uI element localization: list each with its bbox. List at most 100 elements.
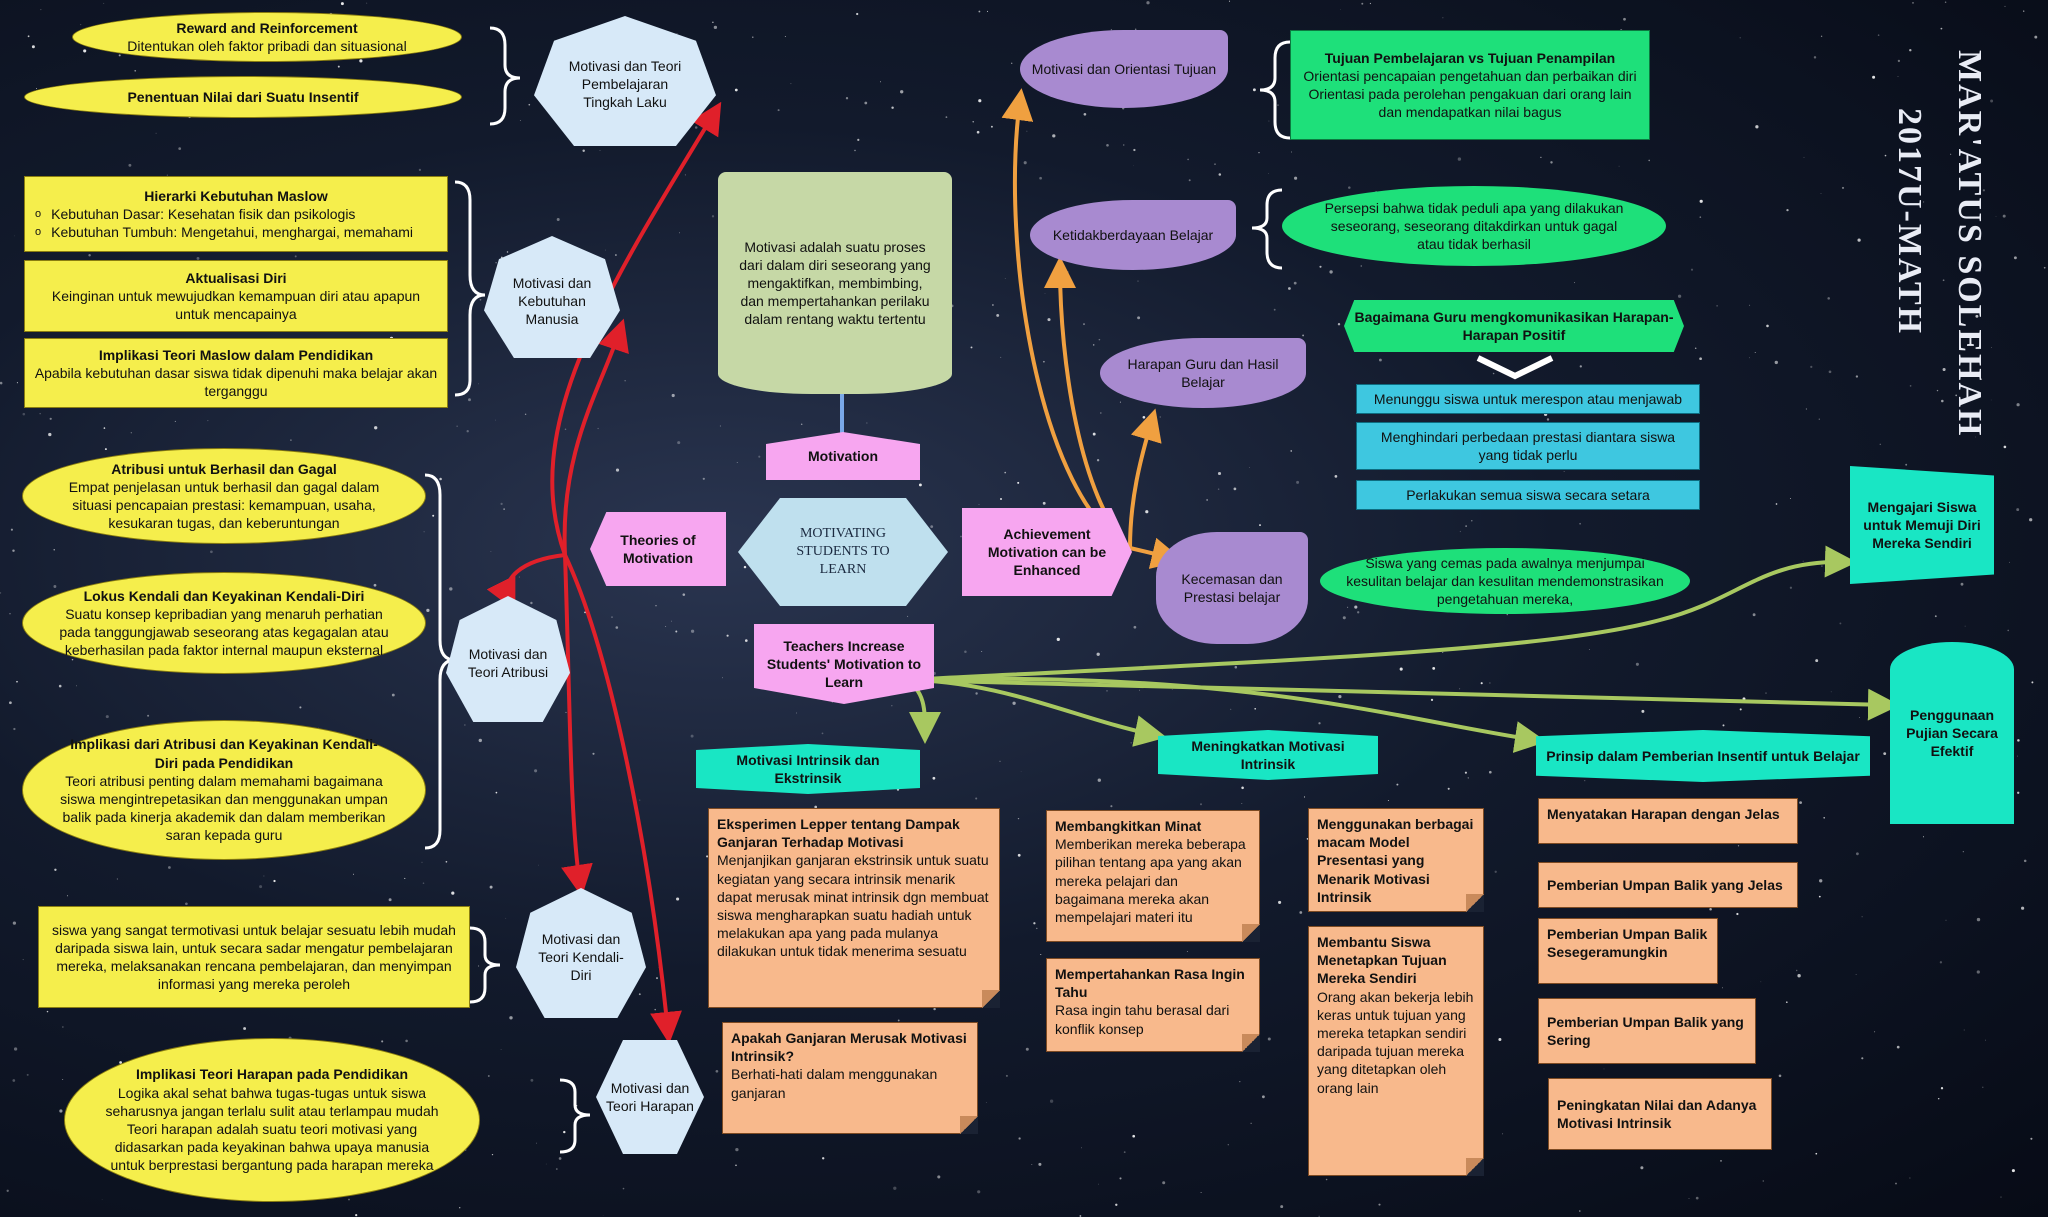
expectancy-theory-label: Motivasi dan Teori Harapan <box>604 1079 696 1115</box>
incentive-principle-node[interactable]: Prinsip dalam Pemberian Insentif untuk B… <box>1536 730 1870 782</box>
maslow-implication-box: Implikasi Teori Maslow dalam Pendidikan … <box>24 338 448 408</box>
link-achievement-goal <box>1015 100 1130 548</box>
interest-title: Membangkitkan Minat <box>1055 817 1201 835</box>
link-achievement-teacher <box>1130 420 1152 548</box>
expectancy-implication: Implikasi Teori Harapan pada Pendidikan … <box>64 1038 480 1202</box>
motivation-label: Motivation <box>808 447 878 465</box>
theories-node[interactable]: Theories of Motivation <box>590 512 726 586</box>
anxiety-box: Siswa yang cemas pada awalnya menjumpai … <box>1320 548 1690 614</box>
self-praise-label: Mengajari Siswa untuk Memuji Diri Mereka… <box>1862 498 1982 553</box>
selfcontrol-theory-label: Motivasi dan Teori Kendali-Diri <box>530 930 632 985</box>
maslow-bullet-2: oKebutuhan Tumbuh: Mengetahui, mengharga… <box>35 223 437 241</box>
reward-title: Reward and Reinforcement <box>176 19 357 37</box>
reward-damage-card: Apakah Ganjaran Merusak Motivasi Intrins… <box>722 1022 978 1134</box>
motivation-definition: Motivasi adalah suatu proses dari dalam … <box>718 172 952 394</box>
expectancy-text: Logika akal sehat bahwa tugas-tugas untu… <box>105 1084 439 1175</box>
goal-line-1: Orientasi pencapaian pengetahuan dan per… <box>1303 67 1636 85</box>
increase-intrinsic-node[interactable]: Meningkatkan Motivasi Intrinsik <box>1158 730 1378 780</box>
selfcontrol-box: siswa yang sangat termotivasi untuk bela… <box>38 906 470 1008</box>
link-theories-attribution <box>507 555 565 600</box>
needs-theory-label: Motivasi dan Kebutuhan Manusia <box>500 274 604 329</box>
teacher-item-2: Menghindari perbedaan prestasi diantara … <box>1356 422 1700 470</box>
expectancy-title: Implikasi Teori Harapan pada Pendidikan <box>136 1065 408 1083</box>
link-teachers-praise <box>905 680 1888 705</box>
incentive-item-4: Pemberian Umpan Balik yang Sering <box>1538 998 1756 1064</box>
incentive-value-title: Penentuan Nilai dari Suatu Insentif <box>127 88 358 106</box>
incentive-item-3: Pemberian Umpan Balik Sesegeramungkin <box>1538 918 1718 984</box>
intrinsic-extrinsic-label: Motivasi Intrinsik dan Ekstrinsik <box>704 751 912 787</box>
curiosity-title: Mempertahankan Rasa Ingin Tahu <box>1055 965 1251 1001</box>
presentation-card: Menggunakan berbagai macam Model Present… <box>1308 808 1484 912</box>
teacher-item-3: Perlakukan semua siswa secara setara <box>1356 480 1700 510</box>
center-topic[interactable]: MOTIVATING STUDENTS TO LEARN <box>738 498 948 606</box>
attribution-2-text: Suatu konsep kepribadian yang menaruh pe… <box>53 605 395 660</box>
lepper-title: Eksperimen Lepper tentang Dampak Ganjara… <box>717 815 991 851</box>
brace-goal <box>1260 42 1290 138</box>
maslow-title: Hierarki Kebutuhan Maslow <box>144 187 328 205</box>
attribution-3-title: Implikasi dari Atribusi dan Keyakinan Ke… <box>59 735 389 771</box>
curiosity-card: Mempertahankan Rasa Ingin Tahu Rasa ingi… <box>1046 958 1260 1052</box>
actualization-title: Aktualisasi Diri <box>185 269 286 287</box>
teacher-header-text: Bagaimana Guru mengkomunikasikan Harapan… <box>1352 308 1676 344</box>
maslow-implication-text: Apabila kebutuhan dasar siswa tidak dipe… <box>33 364 439 400</box>
goal-title: Tujuan Pembelajaran vs Tujuan Penampilan <box>1325 49 1615 67</box>
goal-orientation-node[interactable]: Motivasi dan Orientasi Tujuan <box>1020 30 1228 108</box>
curiosity-text: Rasa ingin tahu berasal dari konflik kon… <box>1055 1001 1251 1037</box>
goal-line-2: Orientasi pada perolehan pengakuan dari … <box>1303 85 1637 121</box>
link-achievement-helpless <box>1060 268 1130 548</box>
reward-reinforcement: Reward and Reinforcement Ditentukan oleh… <box>72 12 462 62</box>
lepper-text: Menjanjikan ganjaran ekstrinsik untuk su… <box>717 851 991 960</box>
selfcontrol-text: siswa yang sangat termotivasi untuk bela… <box>47 921 461 994</box>
brace-needs <box>455 182 485 395</box>
incentive-item-1: Menyatakan Harapan dengan Jelas <box>1538 798 1798 844</box>
anxiety-node[interactable]: Kecemasan dan Prestasi belajar <box>1156 532 1308 644</box>
maslow-box: Hierarki Kebutuhan Maslow oKebutuhan Das… <box>24 176 448 252</box>
attribution-theory-label: Motivasi dan Teori Atribusi <box>460 645 556 681</box>
actualization-text: Keinginan untuk mewujudkan kemampuan dir… <box>33 287 439 323</box>
intrinsic-extrinsic-node[interactable]: Motivasi Intrinsik dan Ekstrinsik <box>696 744 920 794</box>
reward-text: Ditentukan oleh faktor pribadi dan situa… <box>127 37 406 55</box>
attribution-1-title: Atribusi untuk Berhasil dan Gagal <box>111 460 337 478</box>
teacher-item-1: Menunggu siswa untuk merespon atau menja… <box>1356 384 1700 414</box>
teacher-expectation-node[interactable]: Harapan Guru dan Hasil Belajar <box>1100 338 1306 408</box>
helplessness-box: Persepsi bahwa tidak peduli apa yang dil… <box>1282 186 1666 266</box>
helplessness-node[interactable]: Ketidakberdayaan Belajar <box>1030 200 1236 270</box>
maslow-bullet-1: oKebutuhan Dasar: Kesehatan fisik dan ps… <box>35 205 437 223</box>
anxiety-label: Kecemasan dan Prestasi belajar <box>1164 570 1300 606</box>
lepper-card: Eksperimen Lepper tentang Dampak Ganjara… <box>708 808 1000 1008</box>
motivation-definition-text: Motivasi adalah suatu proses dari dalam … <box>736 238 934 329</box>
goal-setting-text: Orang akan bekerja lebih keras untuk tuj… <box>1317 988 1475 1097</box>
incentive-item-5: Peningkatan Nilai dan Adanya Motivasi In… <box>1548 1078 1772 1150</box>
increase-intrinsic-label: Meningkatkan Motivasi Intrinsik <box>1166 737 1370 773</box>
achievement-node[interactable]: Achievement Motivation can be Enhanced <box>962 508 1132 596</box>
maslow-implication-title: Implikasi Teori Maslow dalam Pendidikan <box>99 346 373 364</box>
goal-setting-title: Membantu Siswa Menetapkan Tujuan Mereka … <box>1317 933 1475 988</box>
helplessness-label: Ketidakberdayaan Belajar <box>1053 226 1213 244</box>
incentive-principle-label: Prinsip dalam Pemberian Insentif untuk B… <box>1546 747 1860 765</box>
interest-text: Memberikan mereka beberapa pilihan tenta… <box>1055 835 1251 926</box>
incentive-item-2: Pemberian Umpan Balik yang Jelas <box>1538 862 1798 908</box>
link-teachers-increase <box>905 680 1155 735</box>
attribution-implication: Implikasi dari Atribusi dan Keyakinan Ke… <box>22 720 426 860</box>
praise-card[interactable]: Penggunaan Pujian Secara Efektif <box>1890 642 2014 824</box>
interest-card: Membangkitkan Minat Memberikan mereka be… <box>1046 810 1260 942</box>
brace-behavior <box>490 28 520 124</box>
author-id: 2017U-MATH <box>1890 108 1928 335</box>
attribution-1-text: Empat penjelasan untuk berhasil dan gaga… <box>53 478 395 533</box>
locus-of-control: Lokus Kendali dan Keyakinan Kendali-Diri… <box>22 572 426 674</box>
attribution-3-text: Teori atribusi penting dalam memahami ba… <box>59 772 389 845</box>
teacher-communication-header: Bagaimana Guru mengkomunikasikan Harapan… <box>1344 300 1684 352</box>
self-praise-flag[interactable]: Mengajari Siswa untuk Memuji Diri Mereka… <box>1850 466 1994 584</box>
teachers-node[interactable]: Teachers Increase Students' Motivation t… <box>754 624 934 704</box>
link-theories-selfcontrol <box>565 555 580 885</box>
helplessness-text: Persepsi bahwa tidak peduli apa yang dil… <box>1322 199 1626 254</box>
goal-orientation-label: Motivasi dan Orientasi Tujuan <box>1032 60 1216 78</box>
goal-orientation-box: Tujuan Pembelajaran vs Tujuan Penampilan… <box>1290 30 1650 140</box>
attribution-success-failure: Atribusi untuk Berhasil dan Gagal Empat … <box>22 448 426 544</box>
incentive-value: Penentuan Nilai dari Suatu Insentif <box>24 76 462 118</box>
brace-selfcontrol <box>470 928 500 1002</box>
actualization-box: Aktualisasi Diri Keinginan untuk mewujud… <box>24 260 448 332</box>
achievement-label: Achievement Motivation can be Enhanced <box>970 525 1124 580</box>
teacher-expectation-label: Harapan Guru dan Hasil Belajar <box>1108 355 1298 391</box>
